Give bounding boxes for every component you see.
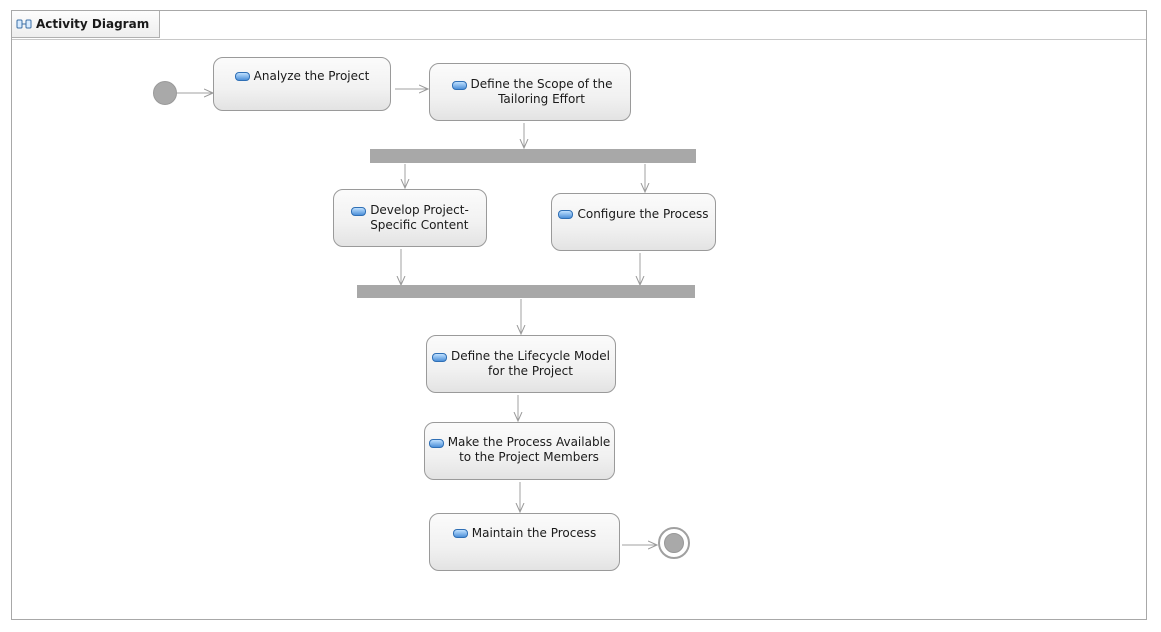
- action-configure-process[interactable]: Configure the Process: [551, 193, 716, 251]
- action-develop-content[interactable]: Develop Project-Specific Content: [333, 189, 487, 247]
- action-label: Analyze the Project: [253, 69, 370, 83]
- action-maintain-process[interactable]: Maintain the Process: [429, 513, 620, 571]
- action-analyze-the-project[interactable]: Analyze the Project: [213, 57, 391, 111]
- initial-node[interactable]: [153, 81, 177, 105]
- action-label: Configure the Process: [577, 207, 709, 221]
- action-label: Maintain the Process: [471, 526, 597, 540]
- action-label-line2: to the Project Members: [459, 450, 599, 464]
- action-label-line2: Tailoring Effort: [498, 92, 585, 106]
- fork-bar[interactable]: [370, 149, 696, 163]
- action-icon: [558, 210, 574, 219]
- join-bar[interactable]: [357, 285, 695, 298]
- action-label-line1: Develop Project-: [370, 203, 469, 217]
- action-label-line1: Make the Process Available: [447, 435, 611, 449]
- activity-diagram-icon: [16, 19, 32, 29]
- action-label-line1: Define the Scope of the: [470, 77, 613, 91]
- frame-divider: [12, 39, 1146, 40]
- final-node[interactable]: [658, 527, 690, 559]
- action-icon: [428, 438, 444, 448]
- diagram-tab[interactable]: Activity Diagram: [12, 11, 161, 38]
- final-node-dot: [664, 533, 684, 553]
- action-label-line1: Define the Lifecycle Model: [451, 349, 610, 363]
- diagram-tab-title: Activity Diagram: [36, 17, 150, 31]
- action-icon: [351, 206, 367, 216]
- action-label-line2: Specific Content: [370, 218, 469, 232]
- action-icon: [452, 529, 468, 538]
- action-icon: [451, 80, 467, 90]
- action-icon: [234, 72, 250, 81]
- action-label-line2: for the Project: [488, 364, 573, 378]
- action-icon: [432, 352, 447, 362]
